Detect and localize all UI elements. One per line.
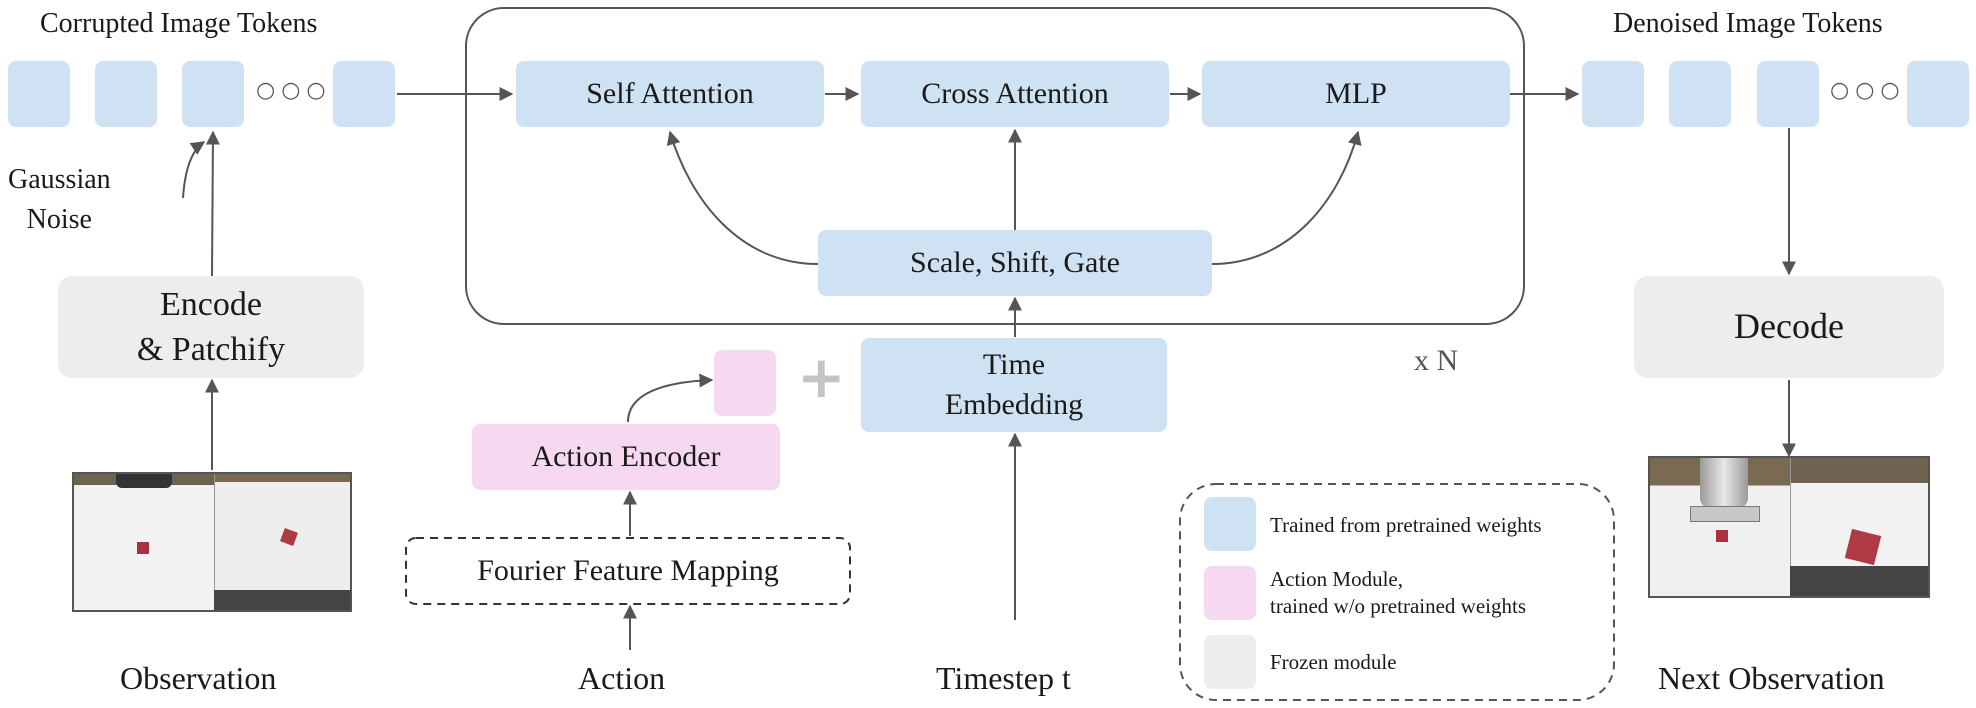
- cross-attention-block: Cross Attention: [861, 61, 1169, 127]
- self-attention-block: Self Attention: [516, 61, 824, 127]
- arrow-noise-to-token: [182, 141, 206, 199]
- denoised-token: [1757, 61, 1819, 127]
- ellipsis-dots: ○○○: [1830, 78, 1906, 103]
- patchify-label: & Patchify: [136, 331, 286, 368]
- denoised-token: [1907, 61, 1969, 127]
- transformer-block-outline: [465, 7, 1525, 325]
- arrow-encode-to-token: [205, 130, 220, 277]
- arrow-gate-to-self: [666, 130, 819, 265]
- robot-gripper: [1690, 506, 1760, 522]
- next-observation-label: Next Observation: [1658, 660, 1885, 696]
- robot-arm: [1700, 458, 1748, 508]
- denoised-token: [1582, 61, 1644, 127]
- gaussian-noise-label: Gaussian Noise: [8, 164, 111, 236]
- red-cube: [137, 542, 149, 554]
- ellipsis-dots: ○○○: [256, 78, 332, 103]
- denoised-tokens-title: Denoised Image Tokens: [1613, 8, 1883, 39]
- legend-text-action-module: Action Module, trained w/o pretrained we…: [1270, 567, 1526, 619]
- fourier-outline: [405, 537, 851, 605]
- time-embedding-block: Time Embedding: [861, 338, 1167, 432]
- legend-text-frozen: Frozen module: [1270, 650, 1397, 674]
- mlp-block: MLP: [1202, 61, 1510, 127]
- decode-module: Decode: [1634, 276, 1944, 378]
- corrupted-tokens-title: Corrupted Image Tokens: [40, 8, 318, 39]
- legend-text-pretrained: Trained from pretrained weights: [1270, 513, 1542, 537]
- action-label: Action: [578, 660, 666, 696]
- fourier-feature-mapping-block: Fourier Feature Mapping: [477, 553, 779, 587]
- time-embedding-label-1: Time: [982, 347, 1046, 381]
- action-encoder-block: Action Encoder: [472, 424, 780, 490]
- encode-label: Encode: [160, 285, 262, 323]
- legend-swatch-pretrained: [1204, 497, 1256, 551]
- legend-swatch-frozen: [1204, 635, 1256, 689]
- next-observation-image: [1648, 456, 1930, 598]
- encode-patchify-module: Encode & Patchify: [58, 276, 364, 378]
- action-token: [714, 350, 776, 416]
- legend-outline: [1179, 483, 1615, 701]
- red-cube: [1716, 530, 1728, 542]
- next-observation-table-edge: [1790, 566, 1928, 596]
- arrow-gate-to-mlp: [1211, 130, 1362, 265]
- timestep-label: Timestep t: [936, 660, 1071, 696]
- observation-image: [72, 472, 352, 612]
- observation-label: Observation: [120, 660, 277, 696]
- corrupted-token: [8, 61, 70, 127]
- observation-gripper: [116, 474, 172, 488]
- repeat-label: x N: [1414, 344, 1459, 377]
- corrupted-token: [182, 61, 244, 127]
- denoised-token: [1669, 61, 1731, 127]
- plus-symbol: +: [797, 343, 846, 411]
- arrow-encoder-to-action-token: [627, 373, 714, 423]
- observation-table-edge: [214, 590, 350, 610]
- corrupted-token: [95, 61, 157, 127]
- time-embedding-label-2: Embedding: [944, 388, 1084, 421]
- corrupted-token: [333, 61, 395, 127]
- legend-swatch-action-module: [1204, 566, 1256, 620]
- scale-shift-gate-block: Scale, Shift, Gate: [818, 230, 1212, 296]
